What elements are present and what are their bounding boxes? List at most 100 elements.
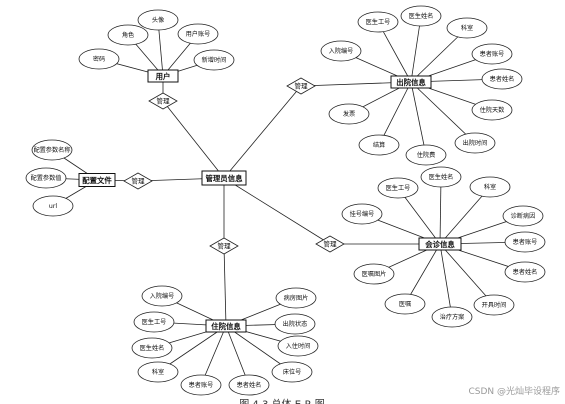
attribute-ellipse — [180, 374, 222, 396]
entity-box-inpatient — [205, 319, 247, 333]
attribute-label: 新增时间 — [202, 56, 227, 64]
entity-label-user: 用户 — [155, 72, 171, 81]
attribute-ellipse — [320, 40, 362, 62]
relationship-label: 管理 — [323, 240, 337, 249]
attribute-ellipse — [277, 335, 319, 357]
relationship-diamond — [123, 172, 153, 190]
attribute-label: 住院费 — [417, 151, 436, 159]
attribute-ellipse — [141, 285, 183, 307]
attribute-label: 患者姓名 — [513, 268, 538, 276]
attribute-label: 医生姓名 — [429, 173, 454, 181]
relationship-label: 管理 — [131, 177, 145, 186]
attribute-ellipse — [78, 48, 120, 70]
attribute-label: 患者账号 — [480, 50, 505, 58]
attribute-label: 患者账号 — [513, 238, 538, 246]
entity-box-user — [147, 69, 179, 83]
attribute-label: url — [49, 203, 57, 210]
attribute-label: 入院编号 — [150, 292, 175, 300]
diagram-shapes: 密码角色头像用户账号新增时间入院编号医生工号医生姓名科室患者账号患者姓名住院天数… — [25, 5, 560, 404]
attribute-label: 医生工号 — [142, 318, 167, 326]
entity-box-admin — [201, 170, 247, 186]
attribute-label: 科室 — [461, 24, 473, 32]
attribute-ellipse — [32, 195, 74, 217]
attribute-label: 治疗方案 — [440, 313, 466, 321]
attribute-ellipse — [131, 337, 173, 359]
attribute-label: 头像 — [152, 16, 164, 24]
attribute-ellipse — [357, 11, 399, 33]
attribute-label: 角色 — [122, 31, 134, 39]
attribute-label: 出院时间 — [463, 139, 488, 147]
attribute-label: 患者姓名 — [490, 75, 515, 83]
attribute-label: 入院编号 — [329, 47, 354, 55]
attribute-ellipse — [358, 134, 400, 156]
relationship-diamond — [209, 237, 239, 255]
attribute-label: 密码 — [93, 55, 105, 63]
attribute-label: 科室 — [152, 368, 164, 376]
relationship-label: 管理 — [156, 97, 170, 106]
watermark: CSDN @光灿毕设程序 — [468, 385, 560, 397]
attribute-ellipse — [328, 103, 370, 125]
attribute-ellipse — [274, 313, 316, 335]
relationship-diamond — [315, 235, 345, 253]
relationship-diamond — [286, 77, 316, 95]
attribute-ellipse — [405, 144, 447, 166]
attribute-label: 患者姓名 — [237, 381, 262, 389]
attribute-ellipse — [420, 166, 462, 188]
attribute-ellipse — [481, 68, 523, 90]
attribute-label: 医嘱图片 — [362, 270, 387, 278]
attribute-label: 配置参数名称 — [33, 146, 70, 154]
relationship-label: 管理 — [294, 82, 308, 91]
attribute-label: 医生工号 — [366, 18, 391, 26]
attribute-ellipse — [504, 231, 546, 253]
attribute-label: 医嘱 — [399, 301, 411, 308]
attribute-label: 住院天数 — [480, 106, 506, 114]
entity-label-inpatient: 住院信息 — [211, 322, 241, 331]
attribute-ellipse — [446, 17, 488, 39]
attribute-ellipse — [377, 177, 419, 199]
attribute-ellipse — [400, 5, 442, 27]
attribute-ellipse — [137, 361, 179, 383]
entity-label-consult: 会诊信息 — [425, 240, 455, 249]
attribute-ellipse — [193, 49, 235, 71]
attribute-ellipse — [431, 306, 473, 328]
attribute-label: 结算 — [373, 141, 385, 149]
attribute-ellipse — [454, 132, 496, 154]
attribute-ellipse — [137, 9, 179, 31]
relationship-label: 管理 — [217, 242, 231, 251]
attribute-label: 诊断病因 — [511, 212, 536, 220]
attribute-label: 患者账号 — [189, 381, 214, 389]
attribute-label: 医生工号 — [386, 184, 411, 192]
attribute-ellipse — [228, 374, 270, 396]
attribute-label: 科室 — [484, 183, 496, 191]
attribute-label: 入住时间 — [286, 342, 311, 350]
attribute-label: 挂号编号 — [350, 210, 375, 218]
attribute-label: 病房图片 — [284, 294, 309, 302]
attribute-ellipse — [133, 311, 175, 333]
attribute-ellipse — [107, 24, 149, 46]
attribute-ellipse — [177, 23, 219, 45]
attribute-ellipse — [471, 99, 513, 121]
relationship-diamond — [148, 92, 178, 110]
figure-caption: 图 4.3 总体 E-R 图 — [239, 398, 325, 404]
entity-label-discharge: 出院信息 — [396, 78, 426, 87]
attribute-label: 医生姓名 — [409, 12, 434, 20]
attribute-ellipse — [31, 139, 73, 161]
attribute-label: 发票 — [343, 110, 355, 118]
attribute-label: 用户账号 — [186, 30, 211, 38]
attribute-label: 医生姓名 — [140, 344, 165, 352]
attribute-label: 开具时间 — [482, 301, 507, 309]
attribute-ellipse — [504, 261, 546, 283]
attribute-ellipse — [353, 263, 395, 285]
attribute-ellipse — [384, 293, 426, 315]
attribute-ellipse — [502, 205, 544, 227]
attribute-label: 床位号 — [283, 368, 302, 376]
attribute-ellipse — [271, 361, 313, 383]
entity-box-consult — [418, 237, 462, 251]
attribute-ellipse — [473, 294, 515, 316]
attribute-ellipse — [341, 203, 383, 225]
attribute-ellipse — [25, 167, 67, 189]
attribute-label: 出院状态 — [283, 320, 308, 328]
entity-label-admin: 管理员信息 — [206, 174, 244, 183]
attribute-ellipse — [469, 176, 511, 198]
